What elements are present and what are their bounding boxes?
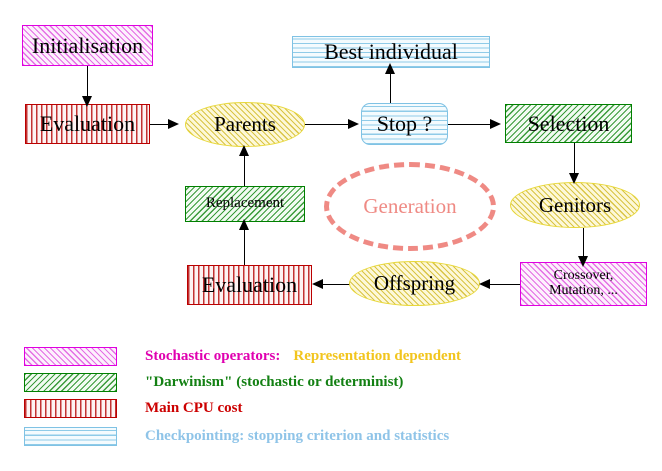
arrowhead-offspring-to-evaluation	[312, 279, 323, 289]
legend-label-stochastic-operators: Stochastic operators:	[145, 348, 281, 364]
node-replacement-label: Replacement	[205, 195, 285, 212]
edge-crossover-to-offspring	[486, 284, 520, 286]
node-initialisation-label: Initialisation	[31, 32, 144, 58]
node-best-individual[interactable]: Best individual	[292, 36, 490, 68]
arrowhead-initialisation-to-evaluation	[82, 96, 93, 107]
arrowhead-parents-to-stop	[348, 119, 359, 129]
node-offspring[interactable]: Offspring	[349, 261, 480, 306]
legend-label-representation-dependent: Representation dependent	[293, 348, 462, 364]
node-genitors[interactable]: Genitors	[510, 182, 640, 228]
edge-parents-to-stop	[305, 124, 351, 126]
edge-selection-to-genitors	[574, 142, 576, 180]
node-evaluation-top[interactable]: Evaluation	[25, 104, 150, 144]
arrowhead-replacement-to-parents	[239, 145, 250, 156]
edge-initialisation-to-evaluation	[87, 65, 89, 101]
arrowhead-evaluation-to-parents	[168, 119, 179, 129]
node-stop-label: Stop ?	[376, 111, 433, 137]
node-crossover-line2: Mutation, ...	[549, 283, 618, 298]
edge-evaluation-to-parents	[150, 124, 174, 126]
legend-swatch-green-diagonal-hatch	[24, 373, 117, 392]
node-evaluation-bottom-label: Evaluation	[201, 272, 298, 298]
node-parents-label: Parents	[214, 112, 276, 137]
node-crossover-line1: Crossover,	[553, 268, 614, 284]
legend-label-main-cpu-cost: Main CPU cost	[145, 400, 243, 416]
node-replacement[interactable]: Replacement	[185, 186, 305, 222]
node-best-individual-label: Best individual	[324, 39, 458, 65]
node-initialisation[interactable]: Initialisation	[22, 25, 153, 66]
edge-replacement-to-parents	[244, 150, 246, 186]
arrowhead-stop-to-selection	[490, 119, 501, 129]
generation-label: Generation	[363, 194, 457, 218]
node-crossover-mutation[interactable]: Crossover, Mutation, ...	[520, 262, 647, 306]
edge-stop-to-selection	[448, 124, 492, 126]
node-evaluation-top-label: Evaluation	[39, 111, 136, 137]
node-parents[interactable]: Parents	[185, 102, 305, 147]
legend-label-checkpointing: Checkpointing: stopping criterion and st…	[145, 428, 450, 444]
legend-swatch-blue-horizontal-hatch	[24, 427, 117, 446]
arrowhead-evaluation-to-replacement	[239, 219, 250, 230]
legend-swatch-magenta-diagonal-hatch	[24, 347, 117, 366]
legend-row-checkpointing: Checkpointing: stopping criterion and st…	[24, 427, 449, 446]
generation-cycle-annotation: Generation	[324, 162, 496, 251]
legend-label-darwinism: "Darwinism" (stochastic or determinist)	[145, 374, 404, 390]
arrowhead-genitors-to-crossover	[578, 256, 589, 267]
node-stop[interactable]: Stop ?	[361, 103, 448, 145]
legend-swatch-red-vertical-hatch	[24, 399, 117, 418]
edge-offspring-to-evaluation	[318, 284, 350, 286]
legend-row-main-cpu-cost: Main CPU cost	[24, 399, 243, 418]
legend-row-stochastic-operators: Stochastic operators: Representation dep…	[24, 347, 461, 366]
edge-stop-to-best-individual	[390, 68, 392, 105]
arrowhead-crossover-to-offspring	[479, 279, 490, 289]
edge-genitors-to-crossover	[583, 228, 585, 264]
node-offspring-label: Offspring	[373, 271, 456, 296]
arrowhead-selection-to-genitors	[569, 173, 580, 184]
arrowhead-stop-to-best-individual	[385, 63, 396, 74]
legend-row-darwinism: "Darwinism" (stochastic or determinist)	[24, 373, 403, 392]
node-selection[interactable]: Selection	[505, 104, 632, 143]
node-selection-label: Selection	[527, 110, 610, 136]
node-genitors-label: Genitors	[538, 192, 612, 217]
edge-evaluation-to-replacement	[244, 224, 246, 266]
node-evaluation-bottom[interactable]: Evaluation	[187, 265, 312, 305]
